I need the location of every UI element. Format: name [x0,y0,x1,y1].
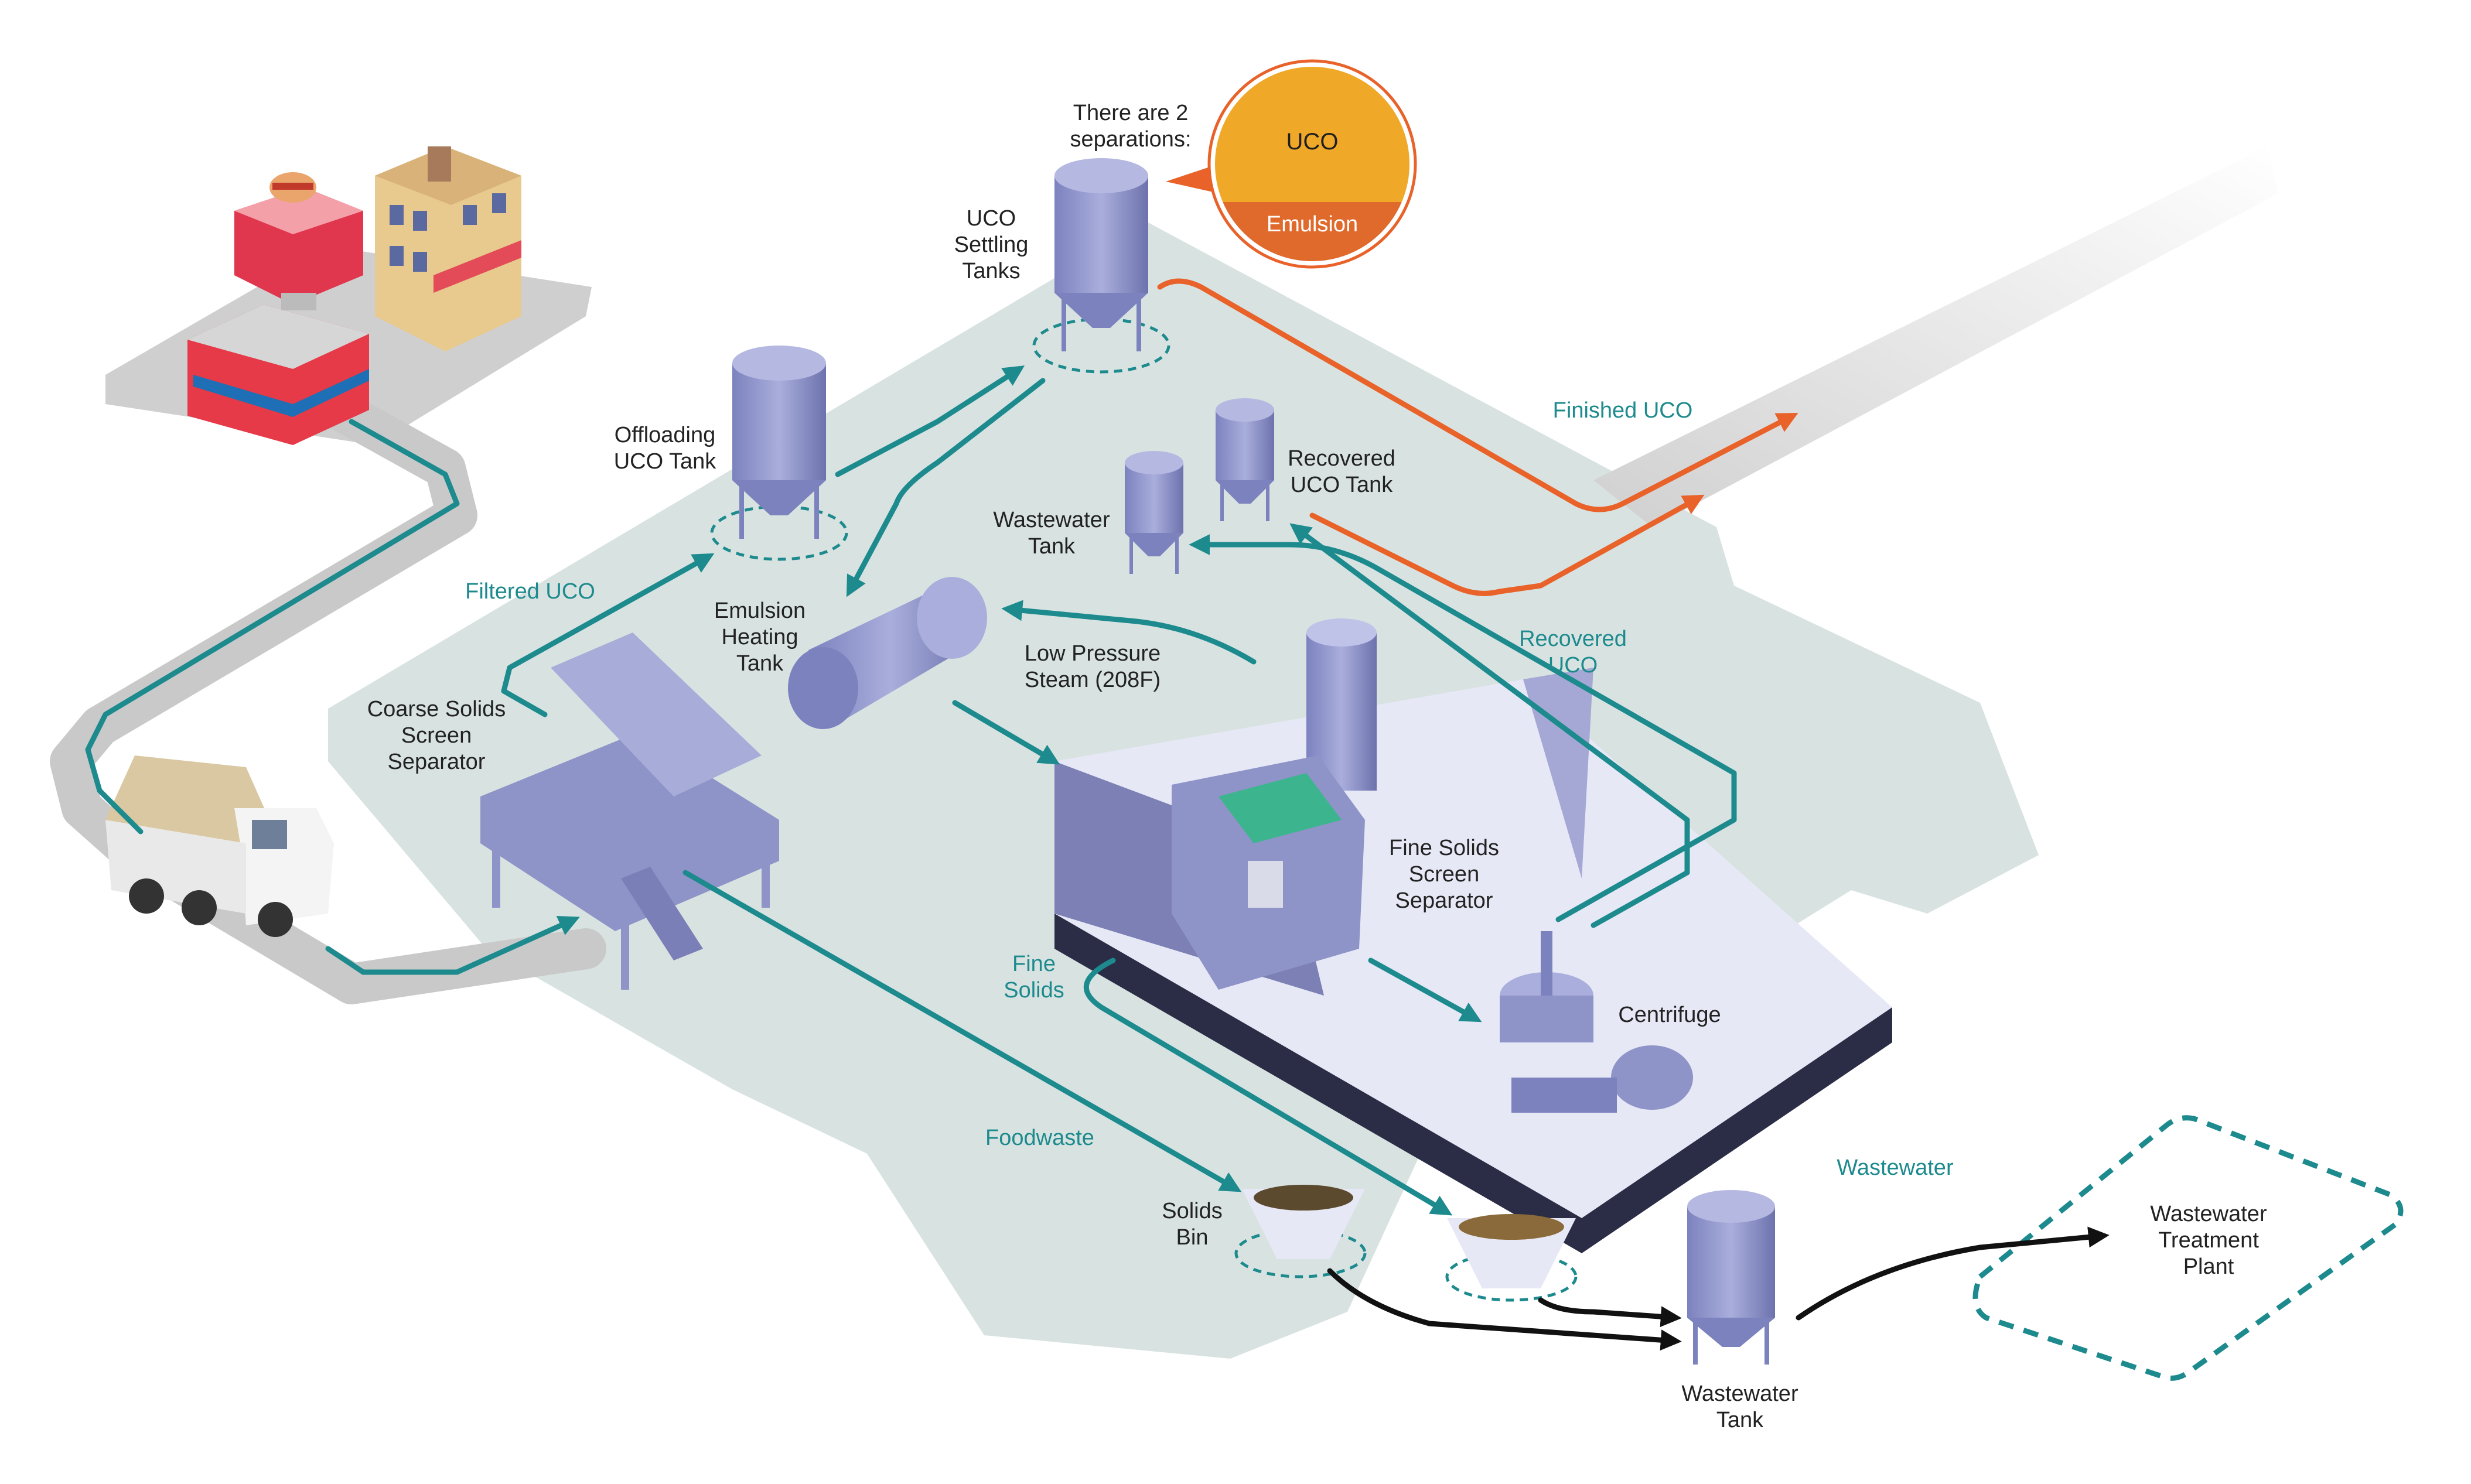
recovered-uco-label-2: UCO [1548,653,1598,678]
wastewater-tank-bottom-silo [1687,1190,1775,1365]
wwtp-label-2: Treatment [2158,1228,2259,1253]
wastewater-flow-label: Wastewater [1837,1155,1954,1180]
separation-callout [1166,59,1417,269]
burger-shop [234,172,363,305]
wastewater-tank-bottom-label-1: Wastewater [1681,1382,1798,1406]
filtered-uco-label: Filtered UCO [465,579,595,604]
corner-store [187,293,369,445]
uco-settling-tank-silo [1032,158,1170,374]
centrifuge-machine [1500,931,1693,1113]
emulsion-heating-label-2: Heating [722,625,798,649]
low-pressure-label-2: Steam (208F) [1025,668,1161,692]
foodwaste-label: Foodwaste [985,1126,1094,1150]
coarse-label-2: Screen [401,723,472,748]
flow-offloading-to-settling [835,365,1025,477]
flow-finished-uco-recovered [1309,494,1705,596]
wwtp-label-1: Wastewater [2150,1202,2267,1226]
offloading-label-1: Offloading [615,423,716,447]
separations-note-line1: There are 2 [1073,101,1188,125]
outgoing-road [1593,146,2279,527]
uco-settling-label-1: UCO [967,206,1016,231]
coarse-label-3: Separator [388,750,486,774]
flow-filtered-uco [501,553,715,717]
fine-solids-sep-label-1: Fine Solids [1389,836,1499,860]
flow-steam-to-emulsion [1001,600,1257,665]
fine-solids-sep-label-3: Separator [1395,888,1493,913]
fine-solids-screen-separator-equipment [1172,755,1365,990]
solids-bin-label-2: Bin [1176,1225,1209,1250]
emulsion-layer-label: Emulsion [1267,212,1358,237]
flow-emulsion-to-fine-separator [952,700,1060,765]
flow-centrifuge-to-wastewater-tank [1189,534,1737,922]
emulsion-heating-label-3: Tank [736,651,784,676]
uco-settling-label-2: Settling [954,232,1029,257]
wastewater-tank-top-label-1: Wastewater [993,508,1110,532]
offloading-uco-tank-silo [710,346,848,561]
wastewater-tank-top-silo [1125,451,1183,574]
offloading-label-2: UCO Tank [614,449,717,474]
flow-foodwaste [682,870,1242,1192]
recovered-tank-label-1: Recovered [1288,446,1395,471]
centrifuge-label: Centrifuge [1618,1003,1721,1027]
wastewater-tank-top-label-2: Tank [1028,534,1076,559]
coarse-label-1: Coarse Solids [367,697,506,722]
flow-settling-to-emulsion [846,378,1046,597]
flow-city-to-truck [85,419,460,835]
uco-layer-label: UCO [1286,129,1339,155]
uco-settling-label-3: Tanks [962,259,1020,283]
flow-recovered-uco [1289,523,1690,928]
recovered-uco-tank-silo [1216,398,1274,521]
wastewater-tank-bottom-label-2: Tank [1716,1408,1764,1432]
flow-solids-bin-to-wastewater [1327,1268,1682,1351]
emulsion-heating-label-1: Emulsion [714,599,806,623]
flow-finished-uco-settling [1157,278,1798,512]
wastewater-treatment-plant-boundary [1972,1115,2404,1381]
recovered-uco-label-1: Recovered [1519,627,1627,651]
coarse-solids-screen-separator-equipment [480,632,779,990]
vacuum-truck [105,755,334,937]
separations-note-line2: separations: [1070,127,1191,152]
flow-truck-to-coarse [325,915,580,975]
solids-bin-label-1: Solids [1162,1199,1223,1223]
flow-fine-solids [1083,958,1453,1216]
low-pressure-label-1: Low Pressure [1025,641,1161,666]
flow-wastewater-to-treatment [1796,1226,2110,1321]
fine-solids-bin [1445,1214,1578,1302]
recovered-tank-label-2: UCO Tank [1291,473,1394,497]
fine-solids-sep-label-2: Screen [1409,862,1479,887]
emulsion-heating-tank-vessel [788,577,987,729]
apartment-building [375,146,521,351]
flow-fine-separator-to-centrifuge [1368,958,1482,1023]
fine-solids-flow-label-2: Solids [1004,978,1064,1003]
wwtp-label-3: Plant [2183,1254,2234,1279]
solids-bin [1234,1185,1367,1278]
finished-uco-label: Finished UCO [1553,398,1693,423]
fine-solids-flow-label-1: Fine [1012,952,1056,976]
flow-fine-bin-to-wastewater [1538,1297,1682,1328]
